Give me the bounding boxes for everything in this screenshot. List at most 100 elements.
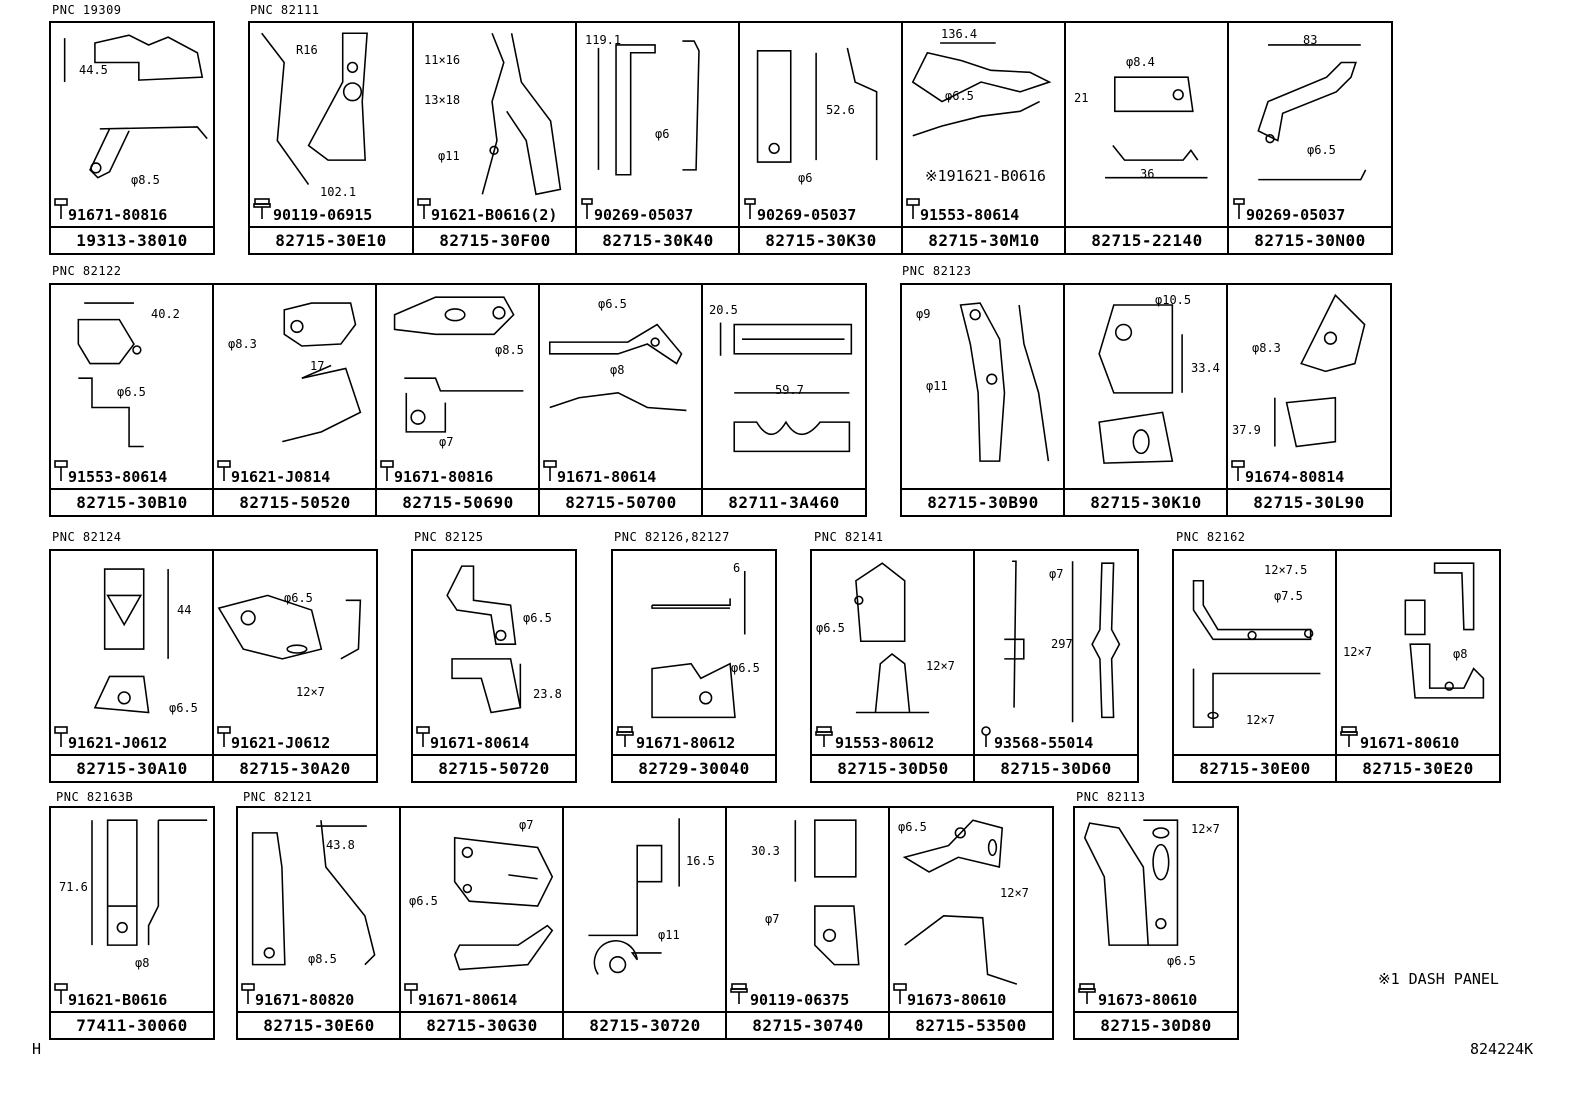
clip-icon (580, 198, 594, 224)
part-cell[interactable]: 12×7 φ8 91671-80610 82715-30E20 (1335, 549, 1501, 783)
bracket-drawing (51, 551, 213, 754)
bolt-part-number: 90119-06375 (750, 991, 850, 1009)
bolt-callout: 91553-80614 (54, 460, 167, 486)
bracket-drawing (1229, 23, 1391, 226)
dimension-label: 23.8 (533, 687, 562, 701)
part-number: 82715-30E10 (250, 226, 412, 253)
clip-icon (1232, 198, 1246, 224)
bracket-drawing (1066, 23, 1228, 226)
part-number: 82715-22140 (1066, 226, 1228, 253)
part-number: 82715-30K40 (577, 226, 739, 253)
part-cell[interactable]: φ6.5 12×7 91673-80610 82715-53500 (888, 806, 1054, 1040)
hex-bolt-icon (417, 198, 431, 224)
bracket-drawing (703, 285, 865, 488)
bolt-part-number: 91553-80614 (920, 206, 1020, 224)
pnc-label: PNC 82122 (52, 264, 122, 278)
part-cell[interactable]: φ6.5 φ8 91671-80614 82715-50700 (538, 283, 704, 517)
bracket-drawing (250, 23, 412, 226)
bracket-drawing (903, 23, 1065, 226)
part-cell[interactable]: R16 102.1 90119-06915 82715-30E10 (248, 21, 414, 255)
bracket-drawing (51, 808, 213, 1011)
hex-bolt-icon (416, 726, 430, 752)
part-cell[interactable]: φ9 φ11 82715-30B90 (900, 283, 1066, 517)
dimension-label: φ6.5 (117, 385, 146, 399)
part-cell[interactable]: 30.3 φ7 90119-06375 82715-30740 (725, 806, 891, 1040)
part-cell[interactable]: φ8.5 φ7 91671-80816 82715-50690 (375, 283, 541, 517)
bracket-drawing (413, 551, 575, 754)
dimension-label: 297 (1051, 637, 1073, 651)
part-number: 82715-30720 (564, 1011, 726, 1038)
dimension-label: 44.5 (79, 63, 108, 77)
dimension-label: φ6.5 (1167, 954, 1196, 968)
bolt-part-number: 91621-B0616(2) (431, 206, 558, 224)
bracket-drawing (902, 285, 1064, 488)
part-cell[interactable]: 119.1 φ6 90269-05037 82715-30K40 (575, 21, 741, 255)
part-cell[interactable]: 11×16 13×18 φ11 91621-B0616(2) 82715-30F… (412, 21, 578, 255)
part-cell[interactable]: 44.5 φ8.5 91671-80816 19313-38010 (49, 21, 215, 255)
part-cell[interactable]: φ10.5 33.4 82715-30K10 (1063, 283, 1229, 517)
dimension-label: 59.7 (775, 383, 804, 397)
dimension-label: φ8.3 (228, 337, 257, 351)
hex-bolt-icon (380, 460, 394, 486)
bracket-drawing (540, 285, 702, 488)
dimension-label: φ6.5 (1307, 143, 1336, 157)
part-cell[interactable]: φ8.4 21 36 82715-22140 (1064, 21, 1230, 255)
bracket-drawing (727, 808, 889, 1011)
part-cell[interactable]: 20.5 59.7 82711-3A460 (701, 283, 867, 517)
dimension-label: φ7.5 (1274, 589, 1303, 603)
part-cell[interactable]: φ6.5 23.8 91671-80614 82715-50720 (411, 549, 577, 783)
dimension-label: φ8.5 (495, 343, 524, 357)
part-cell[interactable]: φ6.5 12×7 91621-J0612 82715-30A20 (212, 549, 378, 783)
part-cell[interactable]: 44 φ6.5 91621-J0612 82715-30A10 (49, 549, 215, 783)
dimension-label: R16 (296, 43, 318, 57)
part-cell[interactable]: φ8.3 17 91621-J0814 82715-50520 (212, 283, 378, 517)
hex-bolt-icon (1231, 460, 1245, 486)
pnc-label: PNC 82113 (1076, 790, 1146, 804)
part-number: 82711-3A460 (703, 488, 865, 515)
pnc-label: PNC 82126,82127 (614, 530, 730, 544)
bolt-part-number: 91621-J0814 (231, 468, 331, 486)
part-cell[interactable]: 12×7.5 φ7.5 12×7 82715-30E00 (1172, 549, 1338, 783)
bolt-callout: 91621-J0814 (217, 460, 330, 486)
part-cell[interactable]: 12×7 φ6.5 91673-80610 82715-30D80 (1073, 806, 1239, 1040)
dimension-label: 37.9 (1232, 423, 1261, 437)
part-cell[interactable]: φ7 297 93568-55014 82715-30D60 (973, 549, 1139, 783)
bolt-callout: 91673-80610 (893, 983, 1006, 1009)
dimension-label: φ11 (438, 149, 460, 163)
part-cell[interactable]: 71.6 φ8 91621-B0616 77411-30060 (49, 806, 215, 1040)
dimension-label: φ6.5 (169, 701, 198, 715)
dimension-label: φ11 (658, 928, 680, 942)
bolt-part-number: 91673-80610 (1098, 991, 1198, 1009)
dimension-label: 36 (1140, 167, 1155, 181)
part-number: 82715-30D80 (1075, 1011, 1237, 1038)
part-cell[interactable]: 83 φ6.5 90269-05037 82715-30N00 (1227, 21, 1393, 255)
pnc-label: PNC 82121 (243, 790, 313, 804)
part-cell[interactable]: 52.6 φ6 90269-05037 82715-30K30 (738, 21, 904, 255)
dimension-label: 83 (1303, 33, 1318, 47)
part-cell[interactable]: φ8.3 37.9 91674-80814 82715-30L90 (1226, 283, 1392, 517)
dimension-label: 30.3 (751, 844, 780, 858)
dimension-label: 12×7 (1000, 886, 1029, 900)
part-cell[interactable]: 40.2 φ6.5 91553-80614 82715-30B10 (49, 283, 215, 517)
hex-bolt-icon (54, 983, 68, 1009)
part-cell[interactable]: 6 φ6.5 91671-80612 82729-30040 (611, 549, 777, 783)
hex-bolt-icon (906, 198, 920, 224)
part-cell[interactable]: 43.8 φ8.5 91671-80820 82715-30E60 (236, 806, 402, 1040)
dimension-label: 12×7 (1343, 645, 1372, 659)
part-cell[interactable]: φ6.5 12×7 91553-80612 82715-30D50 (810, 549, 976, 783)
bolt-part-number: 91621-J0612 (231, 734, 331, 752)
hex-bolt-icon (54, 198, 68, 224)
part-number: 82715-50690 (377, 488, 539, 515)
part-cell[interactable]: φ7 φ6.5 91671-80614 82715-30G30 (399, 806, 565, 1040)
part-number: 82715-30F00 (414, 226, 576, 253)
part-cell[interactable]: 16.5 φ11 82715-30720 (562, 806, 728, 1040)
part-cell[interactable]: 136.4 φ6.5 ※191621-B0616 91553-80614 827… (901, 21, 1067, 255)
bolt-callout: 91671-80612 (616, 726, 735, 752)
hex-bolt-icon (54, 726, 68, 752)
dimension-label: 12×7 (296, 685, 325, 699)
bolt-callout: 91621-B0616(2) (417, 198, 557, 224)
bolt-callout: 91671-80614 (416, 726, 529, 752)
dimension-label: φ8 (610, 363, 625, 377)
dimension-label: 33.4 (1191, 361, 1220, 375)
bolt-part-number: 91674-80814 (1245, 468, 1345, 486)
